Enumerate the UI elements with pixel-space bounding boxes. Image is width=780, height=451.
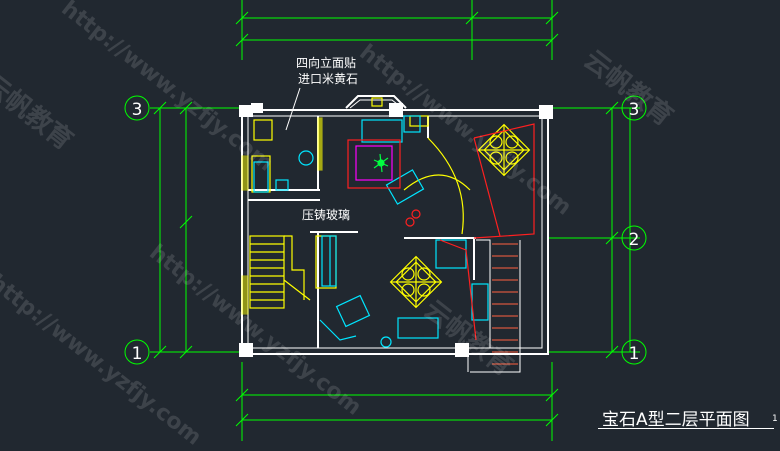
dimension-lines (124, 0, 647, 441)
grid-axis-right-2: 2 (629, 230, 640, 250)
walls (239, 95, 553, 373)
drawing-title-underline (598, 428, 774, 429)
plant-icon (373, 153, 389, 173)
red-elements (347, 123, 535, 341)
grid-axis-right-1: 1 (629, 344, 640, 364)
floor-plan-canvas: 3 1 3 2 1 (124, 0, 647, 441)
grid-axis-left-1: 1 (132, 344, 143, 364)
drawing-title-suffix: 1 (772, 414, 778, 424)
annotation-glass-note: 压铸玻璃 (302, 208, 351, 222)
annotation-wall-material-1: 四向立面贴 (296, 56, 357, 70)
drawing-title: 宝石A型二层平面图 (602, 410, 750, 430)
balcony-railing (492, 243, 518, 365)
annotation-leader (285, 87, 301, 131)
grid-axis-right-3: 3 (629, 100, 640, 120)
annotation-wall-material-2: 进口米黄石 (298, 72, 359, 86)
yellow-elements (241, 97, 531, 315)
grid-axis-left-3: 3 (132, 100, 143, 120)
